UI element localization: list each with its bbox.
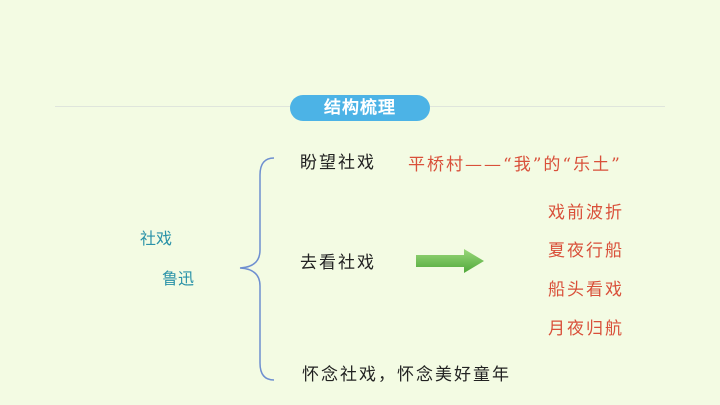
brace-icon — [239, 157, 275, 381]
detail-item: 夏夜行船 — [548, 241, 624, 261]
section-title-badge: 结构梳理 — [290, 95, 430, 121]
detail-item: 船头看戏 — [548, 280, 624, 300]
branch-label-2: 去看社戏 — [300, 253, 376, 273]
branch-label-1: 盼望社戏 — [300, 153, 376, 173]
lesson-author: 鲁迅 — [162, 269, 195, 288]
detail-item: 戏前波折 — [548, 203, 624, 223]
branch-detail-1: 平桥村——“我”的“乐土” — [408, 155, 622, 175]
arrow-right-icon — [416, 249, 484, 273]
lesson-title: 社戏 — [140, 229, 173, 248]
branch-label-3: 怀念社戏，怀念美好童年 — [302, 365, 511, 385]
detail-item: 月夜归航 — [548, 319, 624, 339]
